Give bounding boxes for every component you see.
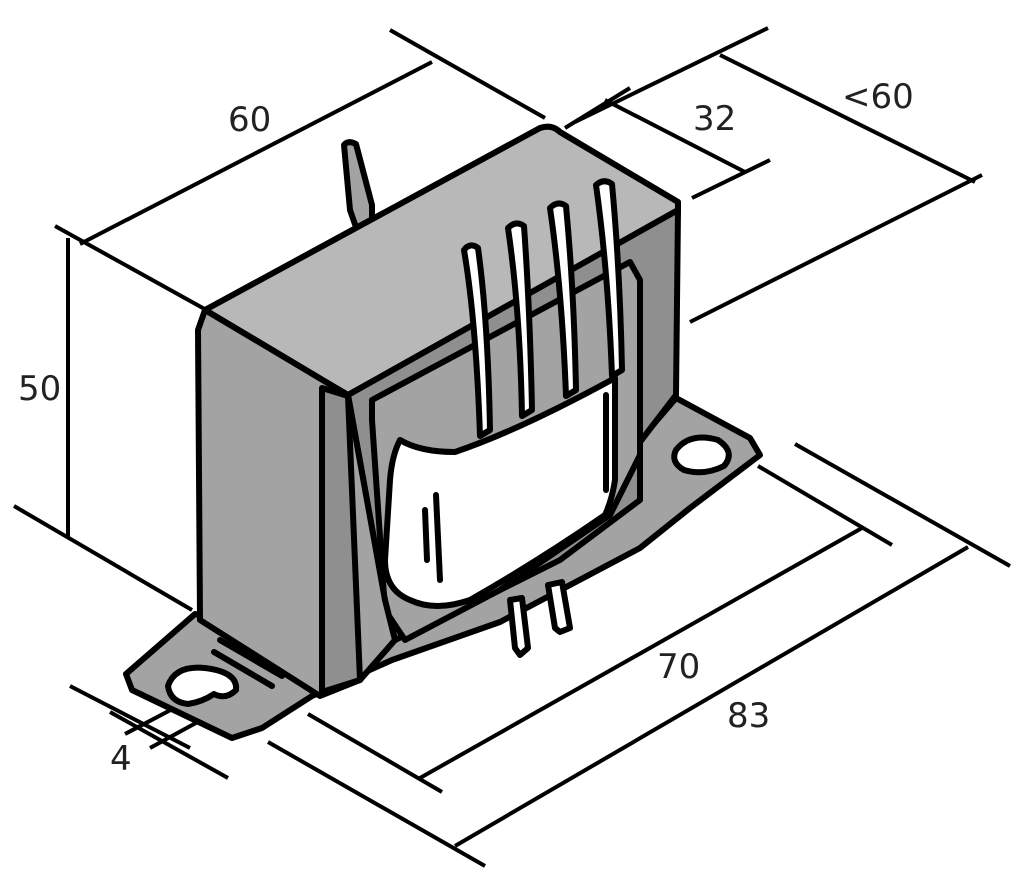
depth-extension-right xyxy=(389,28,546,120)
height-label: 50 xyxy=(18,369,61,409)
mounting-hole-left xyxy=(165,664,240,707)
dimension-lines xyxy=(12,26,1011,868)
max-width-label: <60 xyxy=(842,77,914,117)
back-terminal-pin xyxy=(341,139,375,233)
hole-spacing-extension-left xyxy=(306,712,444,794)
width-extension-bottom xyxy=(689,173,983,324)
depth-extension-left xyxy=(54,224,211,314)
coil-width-dimension-line xyxy=(604,98,746,174)
base-length-extension-left xyxy=(267,740,486,868)
hole-spacing-dimension-line xyxy=(419,526,863,780)
depth-dimension-line xyxy=(79,60,433,246)
width-extension-top xyxy=(574,26,769,124)
terminal-lug-4 xyxy=(593,178,625,379)
width-dimension-line xyxy=(719,53,976,184)
height-extension-bottom xyxy=(12,504,194,612)
coil-width-extension-bottom xyxy=(691,158,771,200)
terminal-lug-1 xyxy=(461,242,493,439)
depth-label: 60 xyxy=(228,100,271,140)
coil-highlight-line-1 xyxy=(422,507,430,563)
hole-extension-right xyxy=(109,710,229,780)
mounting-hole-right xyxy=(671,434,732,476)
transformer xyxy=(123,123,763,741)
coil-bobbin xyxy=(382,375,618,609)
bracket-edge-line-2 xyxy=(211,649,275,689)
hole-spacing-extension-right xyxy=(756,464,894,547)
bracket-edge-line-1 xyxy=(217,637,285,679)
base-length-extension-right xyxy=(794,442,1011,568)
coil-width-label: 32 xyxy=(693,99,736,139)
base-length-dimension-line xyxy=(453,545,970,848)
terminal-lug-2 xyxy=(505,220,535,419)
hole-diameter-label: 4 xyxy=(110,739,132,779)
dimension-labels: 60 32 <60 50 70 83 4 xyxy=(18,77,914,779)
terminal-lug-3 xyxy=(547,200,579,399)
bottom-pin-1 xyxy=(507,595,531,658)
core-front-bevel xyxy=(319,385,363,695)
coil-highlight-line-2 xyxy=(433,492,443,583)
hole-spacing-label: 70 xyxy=(657,647,700,687)
base-length-label: 83 xyxy=(727,696,770,736)
bottom-pin-2 xyxy=(545,579,573,635)
